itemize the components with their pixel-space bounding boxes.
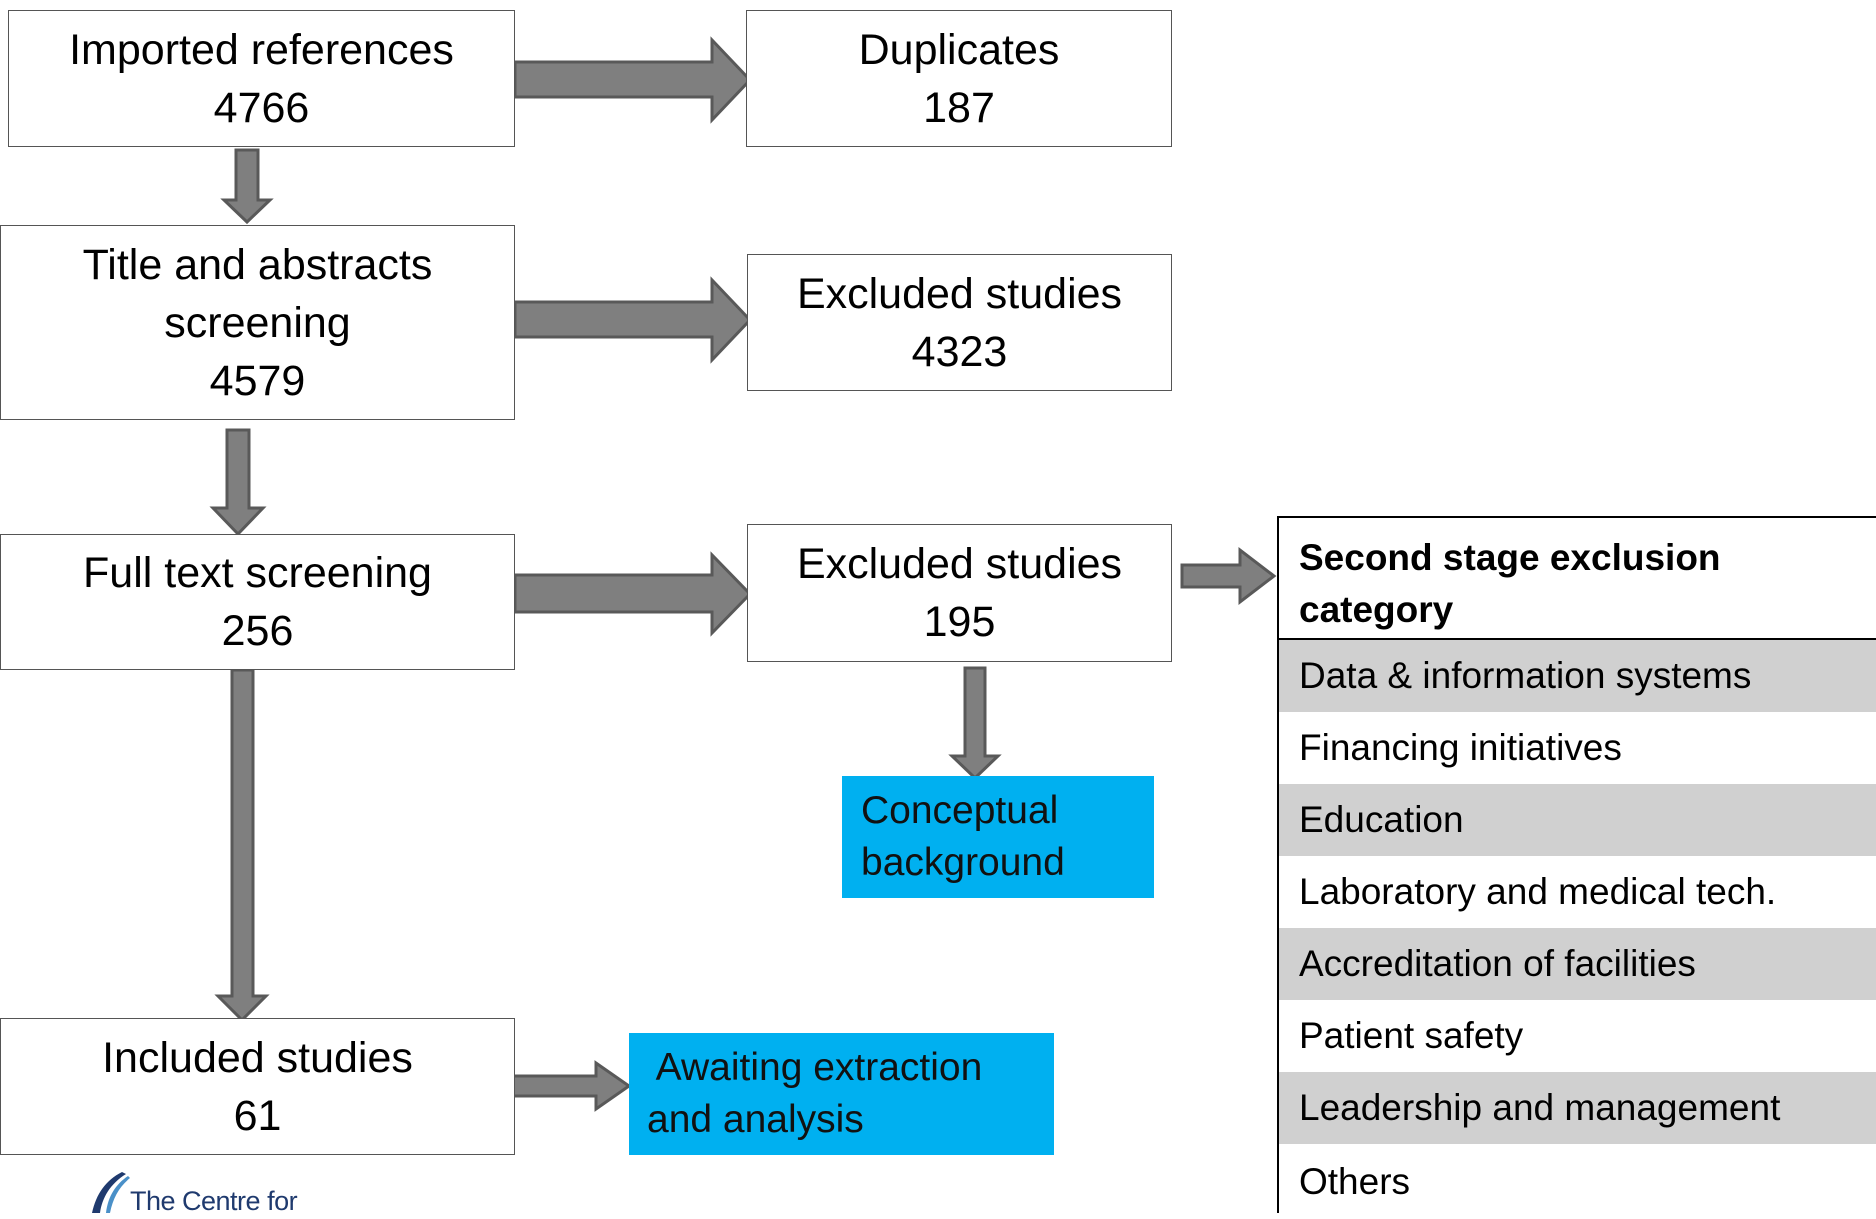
centre-logo: The Centre for — [88, 1170, 348, 1216]
duplicates-label: Duplicates — [858, 25, 1060, 74]
imported-references-label: Imported references — [69, 25, 454, 74]
arrow-included-to-awaiting — [509, 1060, 632, 1112]
excluded-studies-2-count: 195 — [923, 598, 996, 646]
exclusion-row: Leadership and management — [1279, 1072, 1876, 1144]
included-studies-label: Included studies — [102, 1033, 413, 1082]
title-abstract-screening-box: Title and abstracts screening 4579 — [0, 225, 515, 420]
duplicates-box: Duplicates 187 — [746, 10, 1172, 147]
arrow-excluded-to-table — [1180, 546, 1277, 606]
arrow-screening-to-fulltext — [209, 428, 267, 537]
exclusion-row: Financing initiatives — [1299, 727, 1622, 768]
exclusion-row: Accreditation of facilities — [1279, 928, 1876, 1000]
conceptual-background-callout: Conceptual background — [842, 776, 1154, 898]
awaiting-line1: Awaiting extraction — [647, 1046, 983, 1089]
duplicates-count: 187 — [923, 83, 995, 132]
exclusion-header-line2: category — [1299, 589, 1454, 630]
title-abstract-label-line2: screening — [164, 298, 351, 347]
exclusion-row: Patient safety — [1299, 1015, 1524, 1056]
exclusion-row: Others — [1299, 1160, 1411, 1202]
title-abstract-count: 4579 — [209, 356, 306, 405]
conceptual-line2: background — [861, 841, 1065, 884]
exclusion-row: Laboratory and medical tech. — [1299, 871, 1777, 912]
full-text-count: 256 — [221, 607, 294, 655]
conceptual-line1: Conceptual — [861, 789, 1059, 832]
imported-references-count: 4766 — [213, 83, 310, 132]
exclusion-row: Data & information systems — [1279, 640, 1876, 712]
arrow-imported-to-duplicates — [513, 36, 753, 124]
excluded-studies-box-2: Excluded studies 195 — [747, 524, 1172, 662]
excluded-studies-2-label: Excluded studies — [796, 540, 1123, 588]
full-text-screening-box: Full text screening 256 — [0, 534, 515, 670]
logo-swoosh-icon — [92, 1172, 130, 1213]
awaiting-extraction-callout: Awaiting extraction and analysis — [629, 1033, 1054, 1155]
arrow-fulltext-to-excluded — [513, 551, 753, 637]
exclusion-category-table: Second stage exclusion category Data & i… — [1277, 516, 1876, 1213]
title-abstract-label-line1: Title and abstracts — [82, 240, 433, 289]
exclusion-header-line1: Second stage exclusion — [1299, 537, 1721, 578]
arrow-imported-to-screening — [220, 148, 274, 225]
exclusion-table-header: Second stage exclusion category — [1279, 518, 1876, 640]
excluded-studies-1-label: Excluded studies — [796, 269, 1123, 318]
arrow-screening-to-excluded — [513, 276, 753, 364]
excluded-studies-box-1: Excluded studies 4323 — [747, 254, 1172, 391]
logo-text: The Centre for — [130, 1186, 298, 1216]
imported-references-box: Imported references 4766 — [8, 10, 515, 147]
arrow-excluded-to-conceptual — [948, 666, 1002, 781]
included-studies-count: 61 — [233, 1091, 282, 1140]
exclusion-row: Education — [1279, 784, 1876, 856]
full-text-label: Full text screening — [83, 549, 432, 597]
included-studies-box: Included studies 61 — [0, 1018, 515, 1155]
arrow-fulltext-to-included — [214, 668, 270, 1023]
excluded-studies-1-count: 4323 — [911, 327, 1008, 376]
awaiting-line2: and analysis — [647, 1098, 864, 1141]
